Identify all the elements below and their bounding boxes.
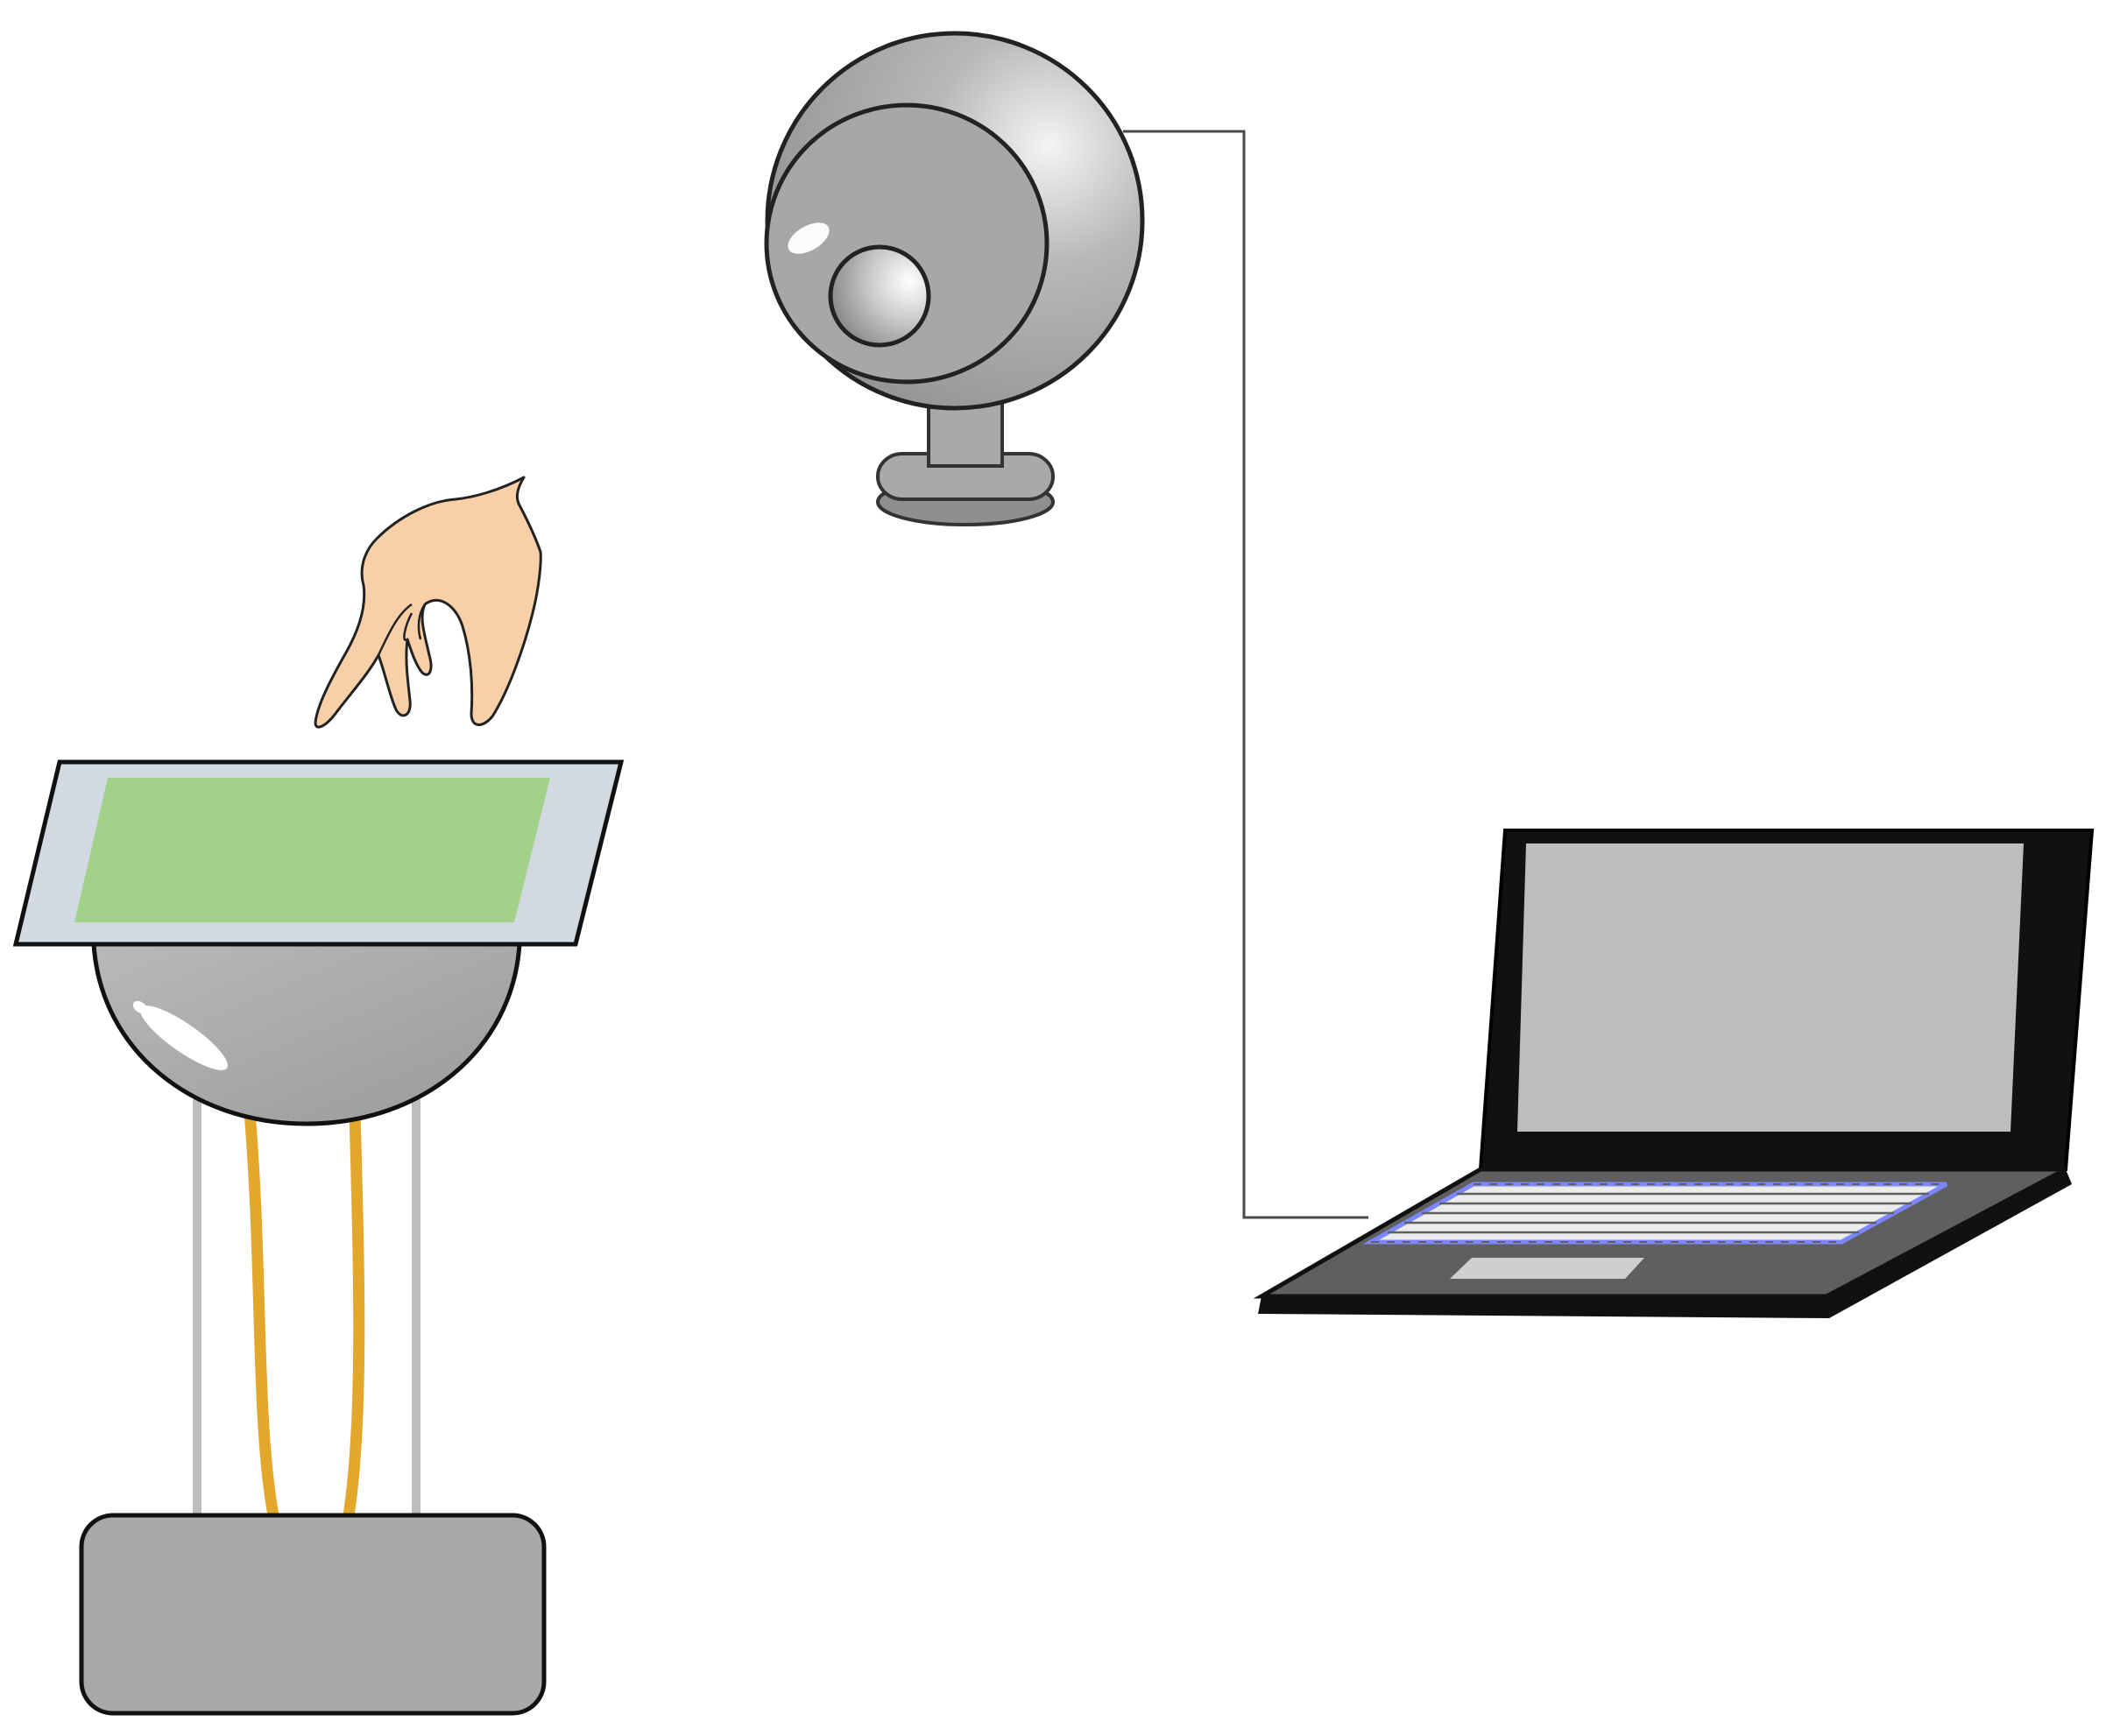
signal-wire-left — [244, 1111, 279, 1517]
support-rod-left — [193, 1099, 201, 1515]
hand-nail — [356, 686, 366, 698]
webcam-highlight — [788, 222, 830, 254]
webcam-icon — [764, 31, 1145, 526]
dome-highlight — [140, 1006, 228, 1070]
sensor-panel-screen — [74, 778, 550, 922]
hand-finger-line-1 — [403, 612, 413, 642]
dome-highlight-dot — [132, 1000, 148, 1014]
hand-icon — [314, 476, 542, 729]
laptop-touchpad — [1450, 1258, 1644, 1279]
hand-shape — [314, 476, 542, 729]
hand-finger-line-2 — [417, 603, 427, 640]
camera-laptop-cable — [1123, 130, 1368, 1219]
touch-sensor-icon — [12, 759, 625, 1716]
keyboard-key-grid — [1388, 1192, 1929, 1234]
controller-box — [79, 1513, 547, 1716]
laptop-screen — [1517, 843, 2024, 1132]
laptop-base-bottom — [1258, 1169, 2072, 1318]
signal-wire-right — [343, 1111, 365, 1516]
laptop-icon — [1253, 829, 2095, 1318]
webcam-lens — [828, 244, 931, 348]
sensor-dome — [91, 942, 522, 1126]
hand-knuckle-line — [377, 603, 413, 656]
keyboard-key-columns — [1371, 1183, 1947, 1243]
support-rod-right — [412, 1099, 420, 1515]
